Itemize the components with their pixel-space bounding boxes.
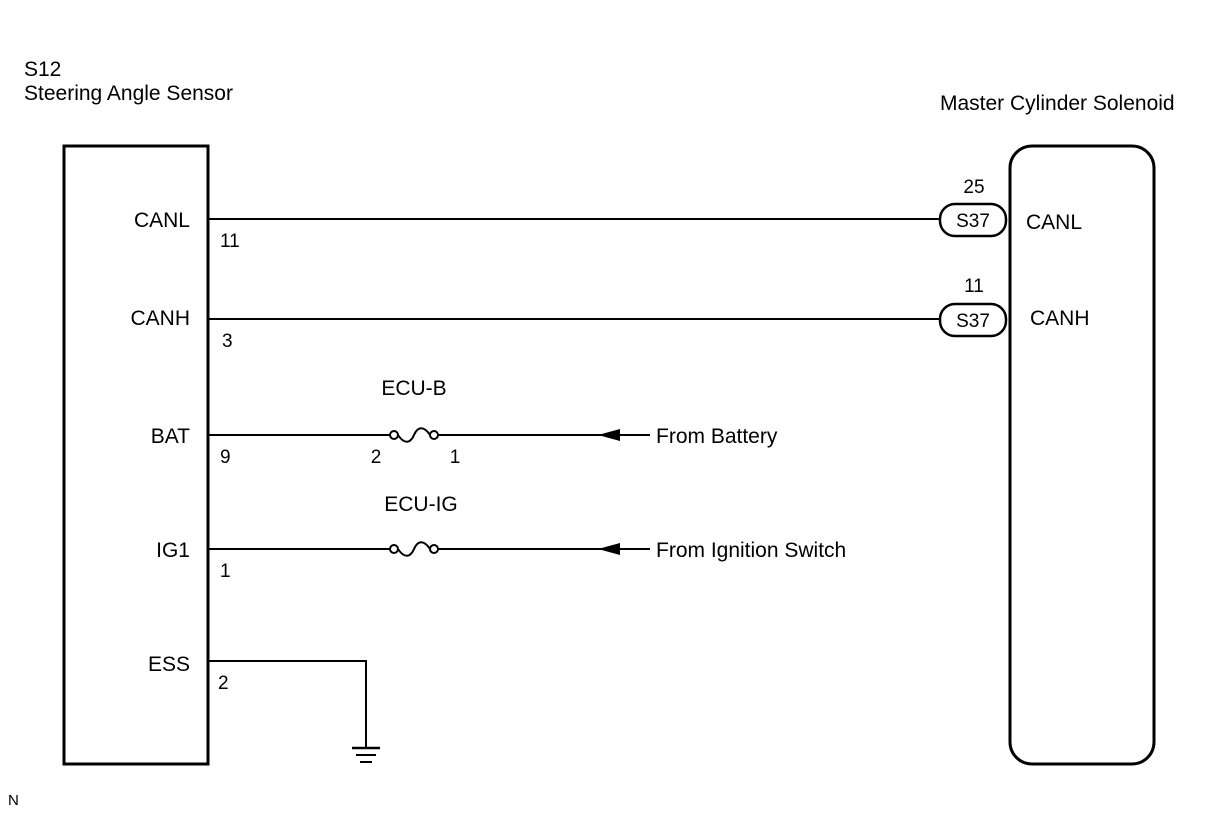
left-component-code: S12 [24, 58, 61, 81]
left-pin-number-bat: 9 [220, 447, 231, 468]
ground-icon [352, 746, 380, 763]
connector-label-canl: S37 [956, 211, 990, 232]
source-from-ignition-switch: From Ignition Switch [656, 539, 846, 562]
connector-s37-canh: S37 [938, 302, 1008, 338]
fuse-name-ecu-ig: ECU-IG [384, 493, 458, 516]
footer-mark: N [8, 792, 19, 809]
fuse-ecu-b-pin-left: 2 [371, 447, 382, 468]
fuse-ecu-ig-icon [389, 541, 439, 557]
right-pin-number-canl: 25 [963, 177, 984, 198]
left-pin-number-canl: 11 [220, 231, 240, 252]
arrow-from-ignition-icon [598, 543, 620, 555]
master-cylinder-solenoid-box [1008, 144, 1156, 766]
ess-ground-wire [208, 660, 367, 748]
fuse-ecu-b-icon [389, 427, 439, 443]
fuse-ecu-b-pin-right: 1 [450, 447, 461, 468]
left-pin-number-ess: 2 [218, 673, 229, 694]
left-pin-number-canh: 3 [222, 331, 233, 352]
right-signal-canl: CANL [1026, 211, 1082, 234]
connector-label-canh: S37 [956, 311, 990, 332]
left-signal-ig1: IG1 [156, 539, 190, 562]
right-component-name: Master Cylinder Solenoid [940, 92, 1175, 115]
connector-s37-canl: S37 [938, 202, 1008, 238]
right-pin-number-canh: 11 [964, 276, 984, 297]
left-signal-canh: CANH [130, 307, 190, 330]
right-signal-canh: CANH [1030, 307, 1090, 330]
left-signal-canl: CANL [134, 209, 190, 232]
left-signal-ess: ESS [148, 653, 190, 676]
fuse-name-ecu-b: ECU-B [381, 377, 446, 400]
arrow-from-battery-icon [598, 429, 620, 441]
left-component-name: Steering Angle Sensor [24, 82, 233, 105]
source-from-battery: From Battery [656, 425, 778, 448]
left-pin-number-ig1: 1 [220, 561, 231, 582]
left-signal-bat: BAT [151, 425, 190, 448]
steering-angle-sensor-box [62, 144, 210, 766]
